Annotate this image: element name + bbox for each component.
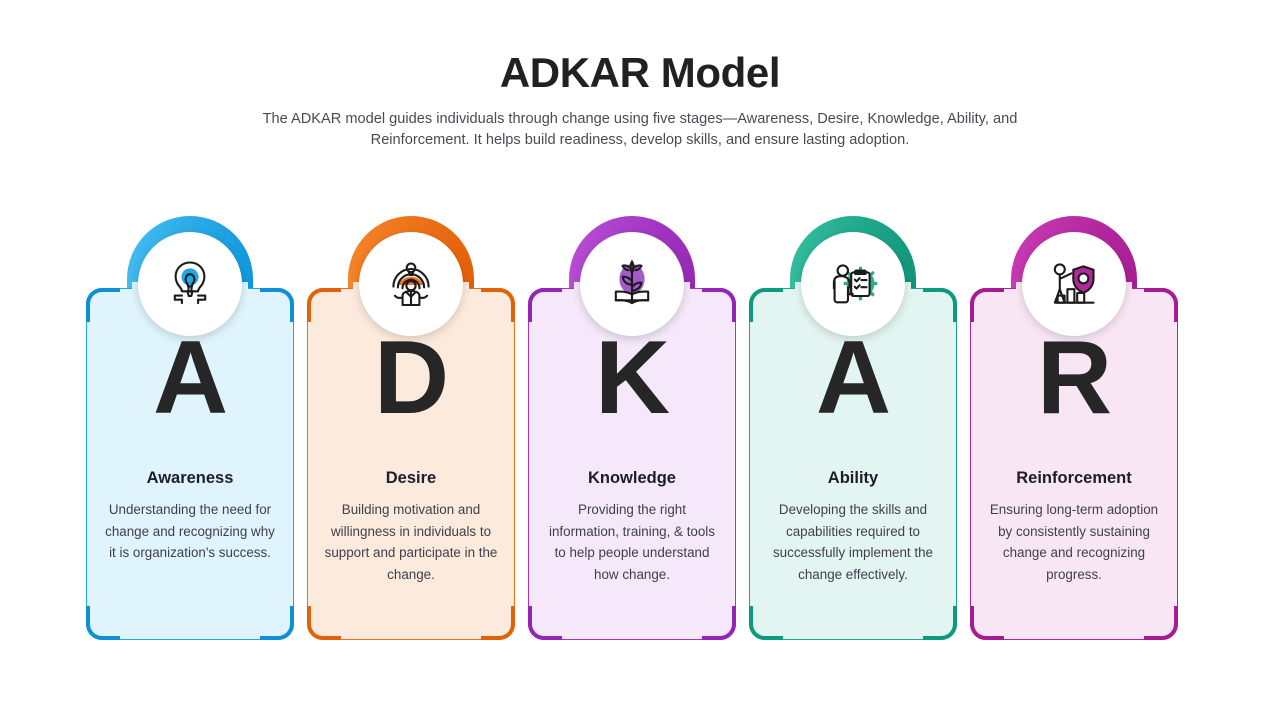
stage-title: Knowledge xyxy=(587,469,676,487)
person-chart-shield-icon xyxy=(1047,257,1101,311)
stage-title: Desire xyxy=(385,469,437,487)
stage-letter: A xyxy=(152,320,228,436)
page-title: ADKAR Model xyxy=(499,49,781,96)
stage-icon-circle xyxy=(138,232,242,336)
stage-card-body xyxy=(970,288,1178,640)
stage-letter: K xyxy=(594,320,670,436)
stage-card-content: D Desire Building motivation and willing… xyxy=(307,288,515,640)
stage-card-content: A Awareness Understanding the need for c… xyxy=(86,288,294,640)
person-idea-arcs-icon xyxy=(384,257,438,311)
stage-card-ability[interactable]: A Ability Developing the skills and capa… xyxy=(749,216,957,640)
stage-description: Ensuring long-term adoption by consisten… xyxy=(989,502,1159,582)
adkar-stage-cards: A Awareness Understanding the need for c… xyxy=(86,216,1196,640)
stage-icon-circle xyxy=(580,232,684,336)
stage-letter: A xyxy=(815,320,891,436)
book-plant-growth-icon xyxy=(605,257,659,311)
page-subtitle: The ADKAR model guides individuals throu… xyxy=(262,110,1018,148)
stage-title: Reinforcement xyxy=(1016,469,1132,487)
stage-icon-circle xyxy=(1022,232,1126,336)
lightbulb-head-gear-icon xyxy=(163,257,217,311)
stage-card-body xyxy=(86,288,294,640)
stage-card-body xyxy=(528,288,736,640)
stage-icon-circle xyxy=(359,232,463,336)
stage-letter: R xyxy=(1036,320,1112,436)
stage-description: Understanding the need for change and re… xyxy=(105,502,275,560)
stage-card-content: R Reinforcement Ensuring long-term adopt… xyxy=(970,288,1178,640)
stage-card-reinforcement[interactable]: R Reinforcement Ensuring long-term adopt… xyxy=(970,216,1178,640)
header: ADKAR Model The ADKAR model guides indiv… xyxy=(0,48,1280,151)
stage-title: Awareness xyxy=(146,469,234,487)
stage-icon-circle xyxy=(801,232,905,336)
stage-description: Developing the skills and capabilities r… xyxy=(772,502,933,582)
stage-card-awareness[interactable]: A Awareness Understanding the need for c… xyxy=(86,216,294,640)
stage-card-desire[interactable]: D Desire Building motivation and willing… xyxy=(307,216,515,640)
stage-card-body xyxy=(749,288,957,640)
stage-description: Building motivation and willingness in i… xyxy=(324,502,498,582)
stage-letter: D xyxy=(373,320,449,436)
stage-card-body xyxy=(307,288,515,640)
person-checklist-gear-icon xyxy=(826,257,880,311)
stage-card-content: A Ability Developing the skills and capa… xyxy=(749,288,957,640)
stage-card-content: K Knowledge Providing the right informat… xyxy=(528,288,736,640)
stage-card-knowledge[interactable]: K Knowledge Providing the right informat… xyxy=(528,216,736,640)
stage-description: Providing the right information, trainin… xyxy=(549,502,715,582)
stage-title: Ability xyxy=(827,469,879,487)
